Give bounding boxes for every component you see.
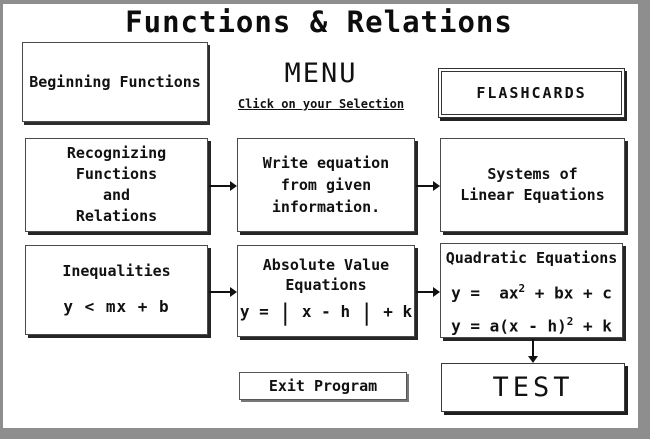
arrow-right-icon [209,181,237,191]
inequalities-equation: y < mx + b [63,297,170,316]
beginning-functions-button[interactable]: Beginning Functions [22,42,208,122]
recognizing-line-4: Relations [75,207,158,225]
exit-program-label: Exit Program [268,376,378,395]
quadratic-equations-button[interactable]: Quadratic Equations y = ax2 + bx + c y =… [440,243,623,338]
arrow-right-icon [416,181,440,191]
menu-subheading: Click on your Selection [237,97,405,111]
write-equation-button[interactable]: Write equation from given information. [237,138,415,232]
inequalities-title: Inequalities [62,262,171,280]
flashcards-label: FLASHCARDS [441,71,622,115]
systems-line-1: Systems of [487,165,578,183]
test-label: TEST [492,372,574,403]
recognizing-line-2: Functions [75,165,158,183]
systems-line-2: Linear Equations [460,186,605,204]
absolute-value-bar: | [278,300,293,326]
arrow-right-icon [416,287,440,297]
recognizing-line-1: Recognizing [66,144,167,162]
frame-border-right [638,0,650,439]
quadratic-equation-1: y = ax2 + bx + c [451,282,612,303]
page-title: Functions & Relations [125,5,513,39]
systems-linear-equations-button[interactable]: Systems of Linear Equations [440,138,625,232]
quadratic-equation-2: y = a(x - h)2 + k [451,315,612,336]
arrow-down-icon [527,339,539,363]
absolute-value-equations-button[interactable]: Absolute Value Equations y = | x - h | +… [237,245,415,337]
absolute-value-equation: y = | x - h | + k [239,300,413,326]
arrow-right-icon [209,287,237,297]
recognizing-functions-button[interactable]: Recognizing Functions and Relations [25,138,208,232]
frame-border-left [0,0,3,439]
inequalities-button[interactable]: Inequalities y < mx + b [25,245,208,335]
exit-program-button[interactable]: Exit Program [239,372,407,400]
recognizing-line-3: and [102,186,131,204]
absolute-value-line-2: Equations [285,276,367,294]
write-equation-line-2: from given [280,176,372,194]
write-equation-line-1: Write equation [262,154,390,172]
absolute-value-bar: | [359,300,374,326]
test-button[interactable]: TEST [441,363,625,412]
absolute-value-line-1: Absolute Value [262,256,390,274]
frame-border-bottom [0,428,650,439]
beginning-functions-label: Beginning Functions [29,72,201,91]
write-equation-line-3: information. [271,198,381,216]
quadratic-title: Quadratic Equations [445,249,618,267]
flashcards-button[interactable]: FLASHCARDS [438,68,625,118]
frame-border-top [0,0,650,4]
menu-heading: MENU [284,58,358,89]
